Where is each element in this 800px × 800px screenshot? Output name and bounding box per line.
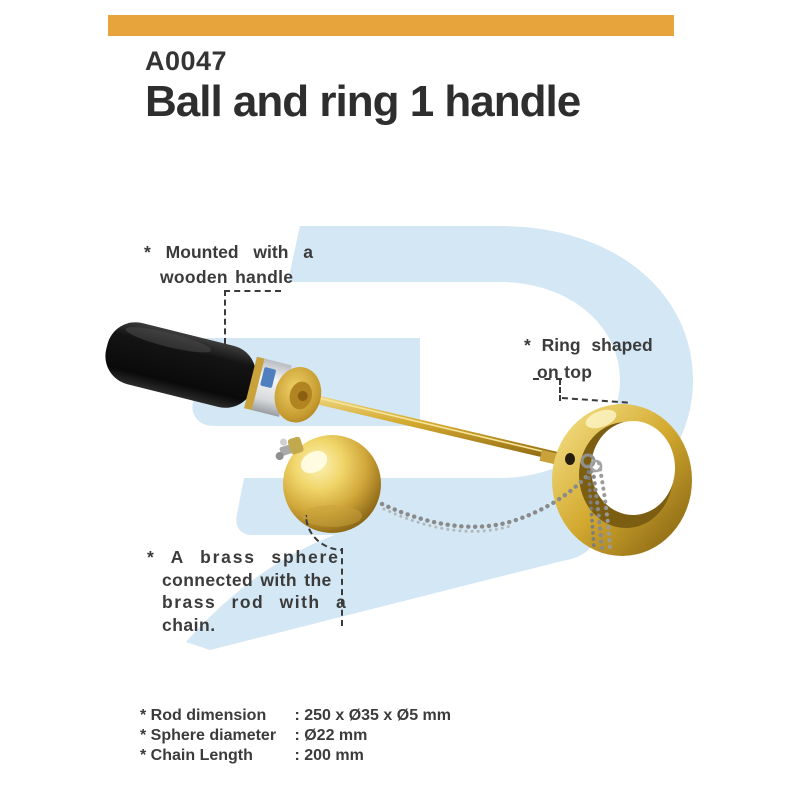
spec-value: : Ø22 mm <box>294 727 368 744</box>
spec-label: * Rod dimension <box>140 707 267 724</box>
spec-row-rod-dimension: * Rod dimension : 250 x Ø35 x Ø5 mm <box>140 706 451 726</box>
specifications-list: * Rod dimension : 250 x Ø35 x Ø5 mm * Sp… <box>140 706 451 766</box>
brass-ring <box>539 404 692 556</box>
spec-label: * Chain Length <box>140 747 253 764</box>
annotation-ring: * Ring shaped on top <box>524 332 653 386</box>
spec-value: : 250 x Ø35 x Ø5 mm <box>294 707 451 724</box>
annotation-line: connected with the <box>162 569 332 590</box>
brass-rod <box>303 392 558 461</box>
pointer-dashes-handle <box>224 290 281 344</box>
ferrule-label <box>260 367 276 388</box>
ferrule-brass-band <box>244 356 265 411</box>
wooden-handle <box>105 322 322 423</box>
ring-hole <box>565 453 575 465</box>
annotation-line: chain. <box>162 614 216 635</box>
annotation-line: * Mounted with a <box>144 242 314 262</box>
page-title: Ball and ring 1 handle <box>145 77 581 126</box>
product-code: A0047 <box>145 46 228 76</box>
spec-row-chain-length: * Chain Length : 200 mm <box>140 746 451 766</box>
pointer-dashes-ring <box>533 378 562 380</box>
annotation-line: brass rod with a <box>162 592 348 612</box>
pointer-dashes-sphere <box>341 548 343 626</box>
watermark-swoosh <box>186 505 596 650</box>
annotation-wooden-handle: * Mounted with a wooden handle <box>144 240 313 290</box>
chain <box>379 453 612 553</box>
spec-value: : 200 mm <box>294 747 364 764</box>
spec-row-sphere-diameter: * Sphere diameter : Ø22 mm <box>140 726 451 746</box>
accent-bar <box>108 15 674 36</box>
annotation-line: on top <box>537 362 593 382</box>
sphere-knob <box>275 436 304 461</box>
annotation-line: * A brass sphere <box>147 547 340 567</box>
annotation-line: * Ring shaped <box>524 335 653 355</box>
title-block: A0047 Ball and ring 1 handle <box>145 46 581 126</box>
annotation-sphere: * A brass sphere connected with the bras… <box>147 546 347 636</box>
annotation-line: wooden handle <box>160 267 294 287</box>
spec-label: * Sphere diameter <box>140 727 277 744</box>
pointer-dashes-ring <box>559 379 561 401</box>
